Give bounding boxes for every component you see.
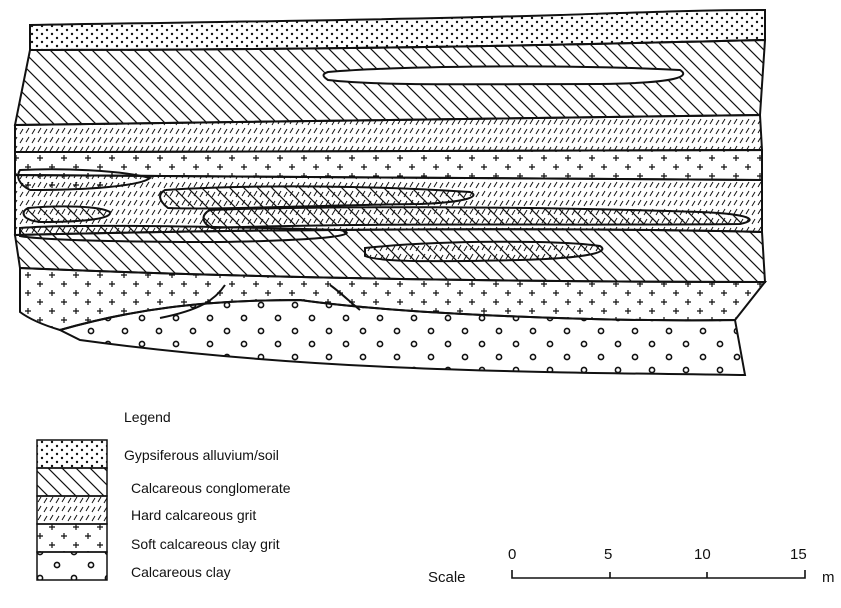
- dashes-icon: [37, 496, 107, 524]
- legend-item-soil: Gypsiferous alluvium/soil: [37, 440, 279, 468]
- legend-item-soft-grit: Soft calcareous clay grit: [37, 524, 280, 552]
- lens-upper: [324, 66, 684, 84]
- legend: Legend Gypsiferous alluvium/soil Calcare…: [37, 409, 291, 580]
- legend-item-hard-grit: Hard calcareous grit: [37, 496, 256, 524]
- scale-tick-label: 0: [508, 546, 516, 563]
- scale-line: [512, 570, 805, 578]
- scale-label: Scale: [428, 569, 466, 586]
- lens-hatch-2: [204, 207, 750, 228]
- dots-icon: [37, 440, 107, 468]
- diagonal-hatch-icon: [37, 468, 107, 496]
- scale-bar: Scale 0 5 10 15 m: [428, 546, 835, 586]
- scale-tick-label: 15: [790, 546, 807, 563]
- legend-item-conglomerate: Calcareous conglomerate: [37, 468, 291, 496]
- legend-label: Gypsiferous alluvium/soil: [124, 447, 279, 463]
- lens-hatch-3: [24, 206, 111, 222]
- legend-label: Calcareous clay: [131, 564, 231, 580]
- scale-tick-label: 5: [604, 546, 612, 563]
- legend-item-clay: Calcareous clay: [37, 552, 231, 580]
- circles-icon: [37, 552, 107, 580]
- legend-title: Legend: [124, 409, 171, 425]
- legend-label: Calcareous conglomerate: [131, 480, 291, 496]
- legend-label: Hard calcareous grit: [131, 507, 256, 523]
- cross-section: [15, 10, 765, 375]
- crosses-icon: [37, 524, 107, 552]
- lens-dash-1: [365, 242, 602, 261]
- legend-label: Soft calcareous clay grit: [131, 536, 280, 552]
- scale-unit: m: [822, 569, 835, 586]
- scale-tick-label: 10: [694, 546, 711, 563]
